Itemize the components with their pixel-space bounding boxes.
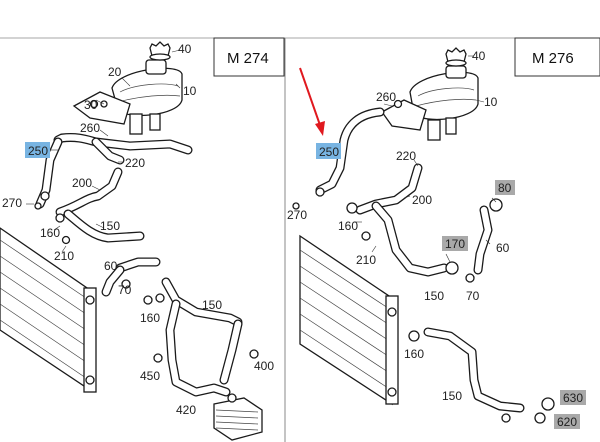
left-label-420: 420 (176, 403, 196, 417)
right-clamps (292, 99, 555, 424)
right-label-250: 250 (319, 145, 339, 159)
right-hose-200 (355, 163, 449, 277)
right-label-80: 80 (498, 181, 512, 195)
left-label-40: 40 (178, 42, 192, 56)
left-oil-cooler (213, 393, 263, 441)
left-expansion-tank (72, 59, 183, 135)
right-label-220: 220 (396, 149, 416, 163)
left-label-450: 450 (140, 369, 160, 383)
right-label-270: 270 (287, 208, 307, 222)
left-radiator (0, 227, 97, 393)
left-label-150: 150 (100, 219, 120, 233)
left-label-20: 20 (108, 65, 122, 79)
right-model-label: M 276 (532, 50, 574, 67)
left-label-210: 210 (54, 249, 74, 263)
right-label-150: 150 (424, 289, 444, 303)
right-hose-250 (315, 107, 385, 195)
left-label-60: 60 (104, 259, 118, 273)
red-arrow (299, 67, 325, 136)
right-label-160: 160 (338, 219, 358, 233)
right-label-170: 170 (445, 237, 465, 251)
left-label-220: 220 (125, 156, 145, 170)
left-label-250: 250 (28, 144, 48, 158)
right-hose-60 (473, 205, 493, 275)
right-radiator (299, 234, 399, 406)
right-label-620-highlight: 620 (554, 414, 580, 429)
right-label-250-highlight: 250 (316, 143, 341, 159)
right-label-70: 70 (466, 289, 480, 303)
left-label-270: 270 (2, 196, 22, 210)
right-cap-40 (445, 47, 467, 67)
left-model-label: M 274 (227, 50, 269, 67)
right-label-80-highlight: 80 (495, 180, 515, 195)
left-label-70: 70 (118, 283, 132, 297)
left-label-200: 200 (72, 176, 92, 190)
right-leaders (354, 55, 497, 263)
right-label-630: 630 (563, 391, 583, 405)
right-model-box: M 276 (514, 37, 600, 77)
right-hose-150-lower (423, 327, 525, 413)
right-labels: 40 260 10 250 220 270 200 160 210 80 170… (287, 49, 586, 429)
left-labels: 40 20 10 30 260 250 220 270 200 160 150 … (2, 42, 274, 417)
left-label-150b: 150 (202, 298, 222, 312)
right-label-150b: 150 (442, 389, 462, 403)
left-label-30: 30 (84, 98, 98, 112)
left-cap-40 (149, 41, 171, 61)
right-label-260: 260 (376, 90, 396, 104)
left-label-250-highlight: 250 (25, 142, 50, 158)
right-label-170-highlight: 170 (442, 236, 468, 251)
left-label-10: 10 (183, 84, 197, 98)
left-clamps (34, 99, 259, 363)
right-label-620: 620 (557, 415, 577, 429)
left-hose-150-lower (161, 277, 243, 397)
left-label-400: 400 (254, 359, 274, 373)
left-hose-60 (101, 257, 161, 297)
left-label-160b: 160 (140, 311, 160, 325)
right-label-210: 210 (356, 253, 376, 267)
right-label-630-highlight: 630 (560, 390, 586, 405)
right-label-40: 40 (472, 49, 486, 63)
right-label-160b: 160 (404, 347, 424, 361)
right-label-200: 200 (412, 193, 432, 207)
left-leaders (26, 49, 181, 267)
right-expansion-tank (381, 65, 479, 141)
left-label-260: 260 (80, 121, 100, 135)
right-label-10: 10 (484, 95, 498, 109)
left-label-160: 160 (40, 226, 60, 240)
left-hose-200 (55, 167, 145, 243)
right-label-60: 60 (496, 241, 510, 255)
left-model-box: M 274 (213, 37, 285, 77)
